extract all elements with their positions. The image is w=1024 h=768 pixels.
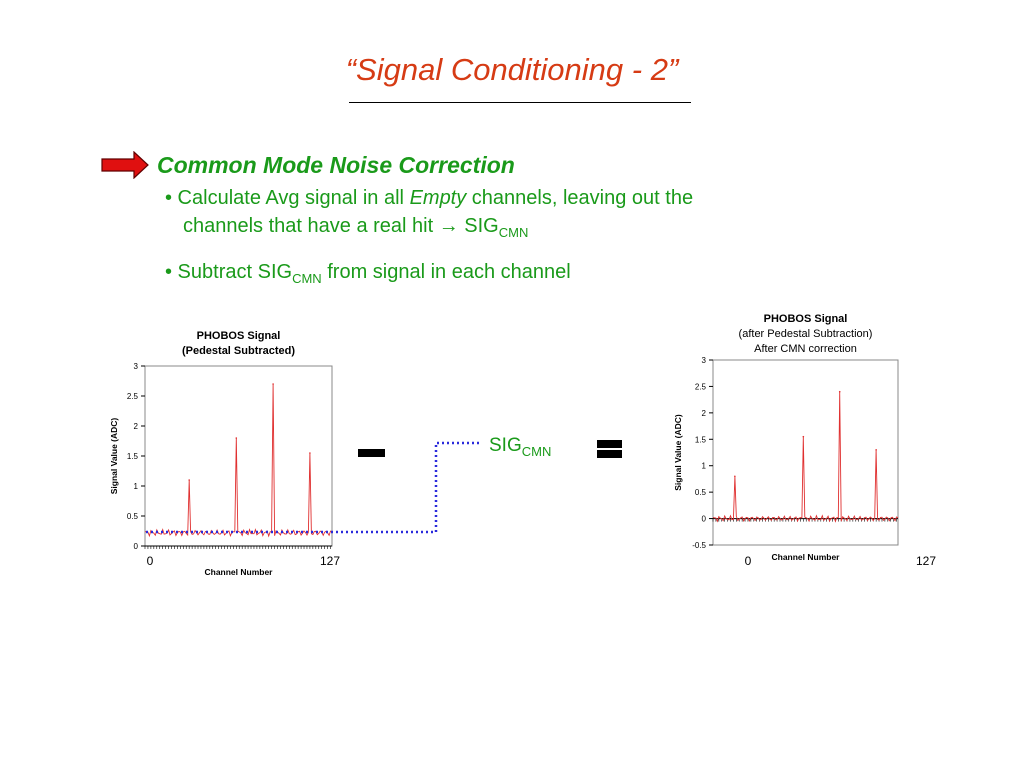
peak-point xyxy=(734,475,736,478)
section-heading: Common Mode Noise Correction xyxy=(157,152,515,178)
equals-sign-bottom xyxy=(597,450,622,458)
bullet-1-text-a: • Calculate Avg signal in all xyxy=(165,187,410,209)
y-tick-label: 0 xyxy=(702,515,707,524)
y-axis-label: Signal Value (ADC) xyxy=(673,414,683,491)
chart-pedestal-subtracted: PHOBOS Signal (Pedestal Subtracted) 0 0.5 1 1… xyxy=(109,330,340,577)
peak-point xyxy=(838,390,841,393)
chart-subtitle: (after Pedestal Subtraction) xyxy=(739,328,873,340)
slide-title: “Signal Conditioning - 2” xyxy=(345,52,679,87)
y-tick-label: 3 xyxy=(134,362,139,371)
chart-after-cmn-correction: PHOBOS Signal (after Pedestal Subtraction… xyxy=(673,313,936,568)
title-underline xyxy=(349,102,691,103)
y-tick-label: 3 xyxy=(702,356,707,365)
bullet-2-subscript: CMN xyxy=(292,271,322,286)
x-tick-label: 0 xyxy=(745,554,752,568)
bullet-1-text-b: channels, leaving out the xyxy=(466,187,694,209)
minus-sign xyxy=(358,449,385,457)
y-tick-label: 0.5 xyxy=(127,512,139,521)
bullet-2-text-b: from signal in each channel xyxy=(321,261,571,283)
peak-point xyxy=(272,383,274,385)
peak-point xyxy=(235,437,238,439)
signal-series-line xyxy=(712,391,899,523)
plot-area xyxy=(712,359,899,546)
peak-point xyxy=(802,435,805,438)
y-tick-label: 1 xyxy=(134,482,139,491)
bullet-1-subscript: CMN xyxy=(498,225,529,240)
chart-subtitle-2: After CMN correction xyxy=(754,343,857,355)
x-axis-label: Channel Number xyxy=(204,567,273,577)
sig-label-subscript: CMN xyxy=(521,443,552,459)
y-tick-label: 0.5 xyxy=(695,488,707,497)
y-tick-label: 2.5 xyxy=(127,392,139,401)
chart-subtitle: (Pedestal Subtracted) xyxy=(182,345,295,357)
x-tick-label: 127 xyxy=(320,554,340,568)
y-tick-label: 1.5 xyxy=(695,435,707,444)
x-tick-label: 0 xyxy=(147,554,154,568)
bullet-1: • Calculate Avg signal in all Empty chan… xyxy=(165,187,693,210)
bullet-1-line-2: channels that have a real hit → SIGCMN xyxy=(183,215,528,240)
peak-point xyxy=(875,449,877,451)
x-tick-label: 127 xyxy=(916,554,936,568)
plot-area xyxy=(144,365,333,547)
equals-sign-top xyxy=(597,440,622,448)
bullet-1-emphasis: Empty xyxy=(409,187,467,209)
red-arrow-icon xyxy=(101,151,149,179)
y-tick-label: 2.5 xyxy=(695,382,707,391)
y-tick-label: 1 xyxy=(702,462,707,471)
sig-label-text: SIG xyxy=(489,435,522,456)
y-tick-label: 1.5 xyxy=(127,452,139,461)
bullet-1-text-c: channels that have a real hit → SIG xyxy=(183,215,499,237)
y-tick-label: -0.5 xyxy=(692,541,706,550)
y-axis-label: Signal Value (ADC) xyxy=(109,418,119,495)
peak-point xyxy=(188,479,190,481)
y-tick-label: 2 xyxy=(702,409,707,418)
peak-point xyxy=(309,452,311,454)
y-tick-label: 0 xyxy=(134,542,139,551)
chart-title: PHOBOS Signal xyxy=(764,313,848,325)
bullet-2-text-a: • Subtract SIG xyxy=(165,261,293,283)
x-axis-label: Channel Number xyxy=(771,552,840,562)
chart-title: PHOBOS Signal xyxy=(197,330,281,342)
sig-cmn-label: SIGCMN xyxy=(489,435,551,459)
y-tick-label: 2 xyxy=(134,422,139,431)
bullet-2: • Subtract SIGCMN from signal in each ch… xyxy=(165,261,571,286)
